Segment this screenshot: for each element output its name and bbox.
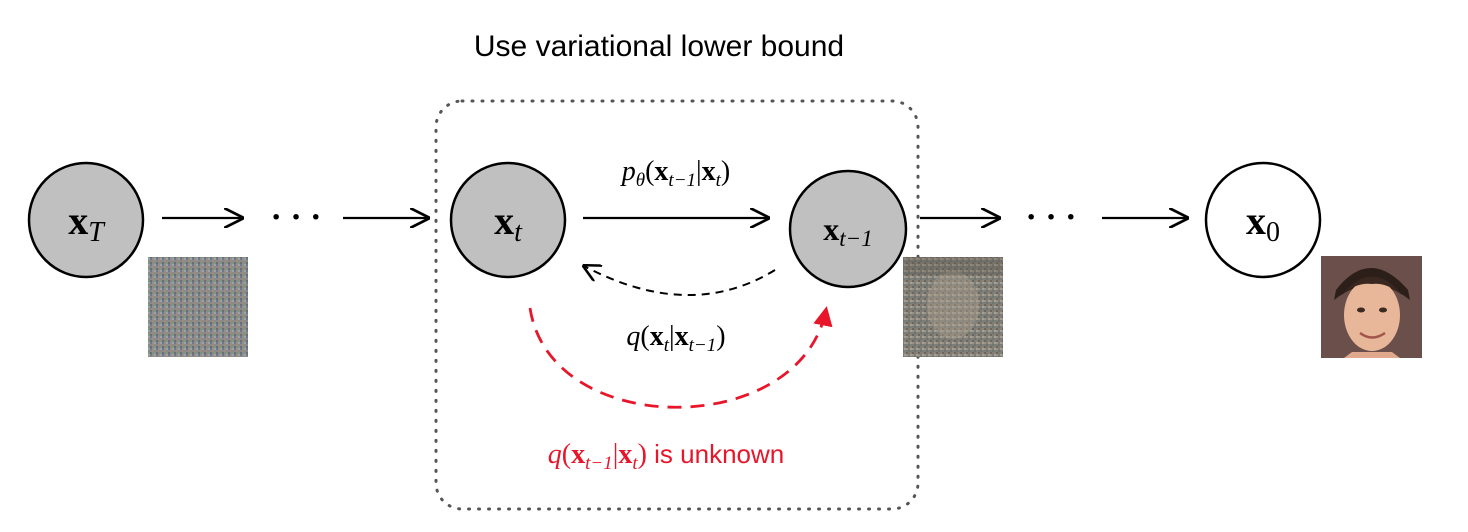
label-unknown-red: q(xt−1|xt) is unknown: [548, 439, 784, 474]
node-x0-label: x0: [1246, 198, 1280, 248]
node-xt: [449, 161, 567, 279]
node-xT: [27, 161, 145, 279]
label-forward-q: q(xt|xt−1): [626, 321, 725, 356]
label-reverse-p-theta: pθ(xt−1|xt): [620, 156, 731, 191]
noisy-face-image-xtm1: [903, 257, 1003, 357]
node-x0: [1204, 161, 1322, 279]
arrow-unknown-red-dashed: [528, 306, 833, 409]
node-xT-label: xT: [68, 198, 106, 248]
face-photo-image-x0: [1321, 256, 1422, 358]
diagram-title: Use variational lower bound: [473, 30, 845, 63]
ellipsis-right: · · ·: [1025, 199, 1076, 236]
node-xtm1-label: xt−1: [823, 211, 872, 251]
node-xtm1: [788, 169, 908, 289]
ellipsis-left: · · ·: [270, 199, 321, 236]
noise-image-xT: [148, 257, 248, 357]
node-xt-label: xt: [494, 198, 523, 248]
arrow-forward-q-dashed: [584, 266, 776, 297]
